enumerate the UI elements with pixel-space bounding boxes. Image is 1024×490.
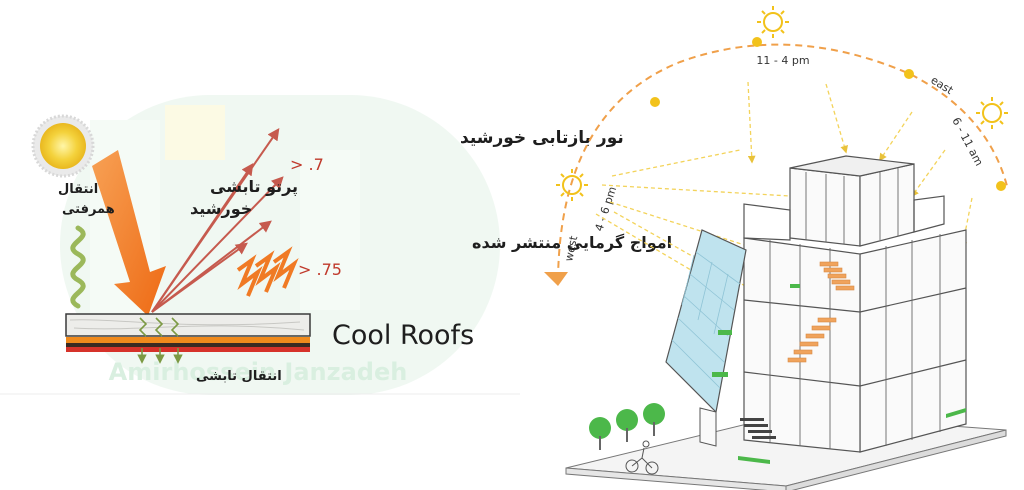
solar-radiation-label-line2: خورشید: [190, 199, 252, 218]
stairs: [787, 261, 855, 363]
roof-layers: [65, 313, 311, 352]
building: [743, 155, 967, 453]
emitted-heat-label: امواج گرمایی منتشر شده: [472, 233, 672, 252]
convection-label-line2: همرفتی: [62, 202, 115, 217]
reflected-value: > .7: [290, 155, 324, 174]
radiative-transfer-arrows: [137, 348, 183, 364]
reflected-sunlight-label: نور بازتابی خورشید: [460, 128, 624, 148]
window-frames: [769, 168, 941, 449]
reflected-rays: [151, 128, 284, 313]
arc-label-noon: 11 - 4 pm: [756, 54, 809, 67]
sun-icon-east: [976, 97, 1008, 129]
cool-roofs-title: Cool Roofs: [332, 320, 474, 351]
emitted-value: > .75: [298, 260, 342, 279]
incoming-solar-ray: [92, 150, 166, 316]
sun-path-arc: [557, 43, 1009, 281]
glass-facade: [665, 229, 747, 447]
solar-radiation-label-line1: پرتو تابشی: [210, 177, 298, 197]
convection-label-line1: انتقال: [58, 182, 98, 197]
heat-waves: [236, 246, 299, 297]
sun-icon-west: [556, 169, 588, 201]
sun-path-arrowhead: [544, 272, 568, 286]
cyclist: [625, 440, 659, 475]
convection-wave: [70, 225, 86, 309]
sun-icon-noon: [757, 6, 789, 38]
sun-icon: [31, 114, 95, 178]
sun-path-diagram: 11 - 4 pm east 6 - 11 am 4 - 6 pm west: [544, 6, 1009, 490]
radiative-transfer-label: انتقال تابشی: [196, 369, 282, 384]
greenery: [589, 284, 966, 464]
cool-roofs-diagram: Amirhossein Janzadeh: [0, 95, 672, 395]
sun-path-dots: [650, 37, 1006, 191]
absorbed-heat-lines: [138, 317, 180, 337]
arc-label-west: west: [562, 234, 580, 263]
entry-steps: [740, 418, 776, 439]
arc-label-morning: 6 - 11 am: [949, 115, 985, 168]
